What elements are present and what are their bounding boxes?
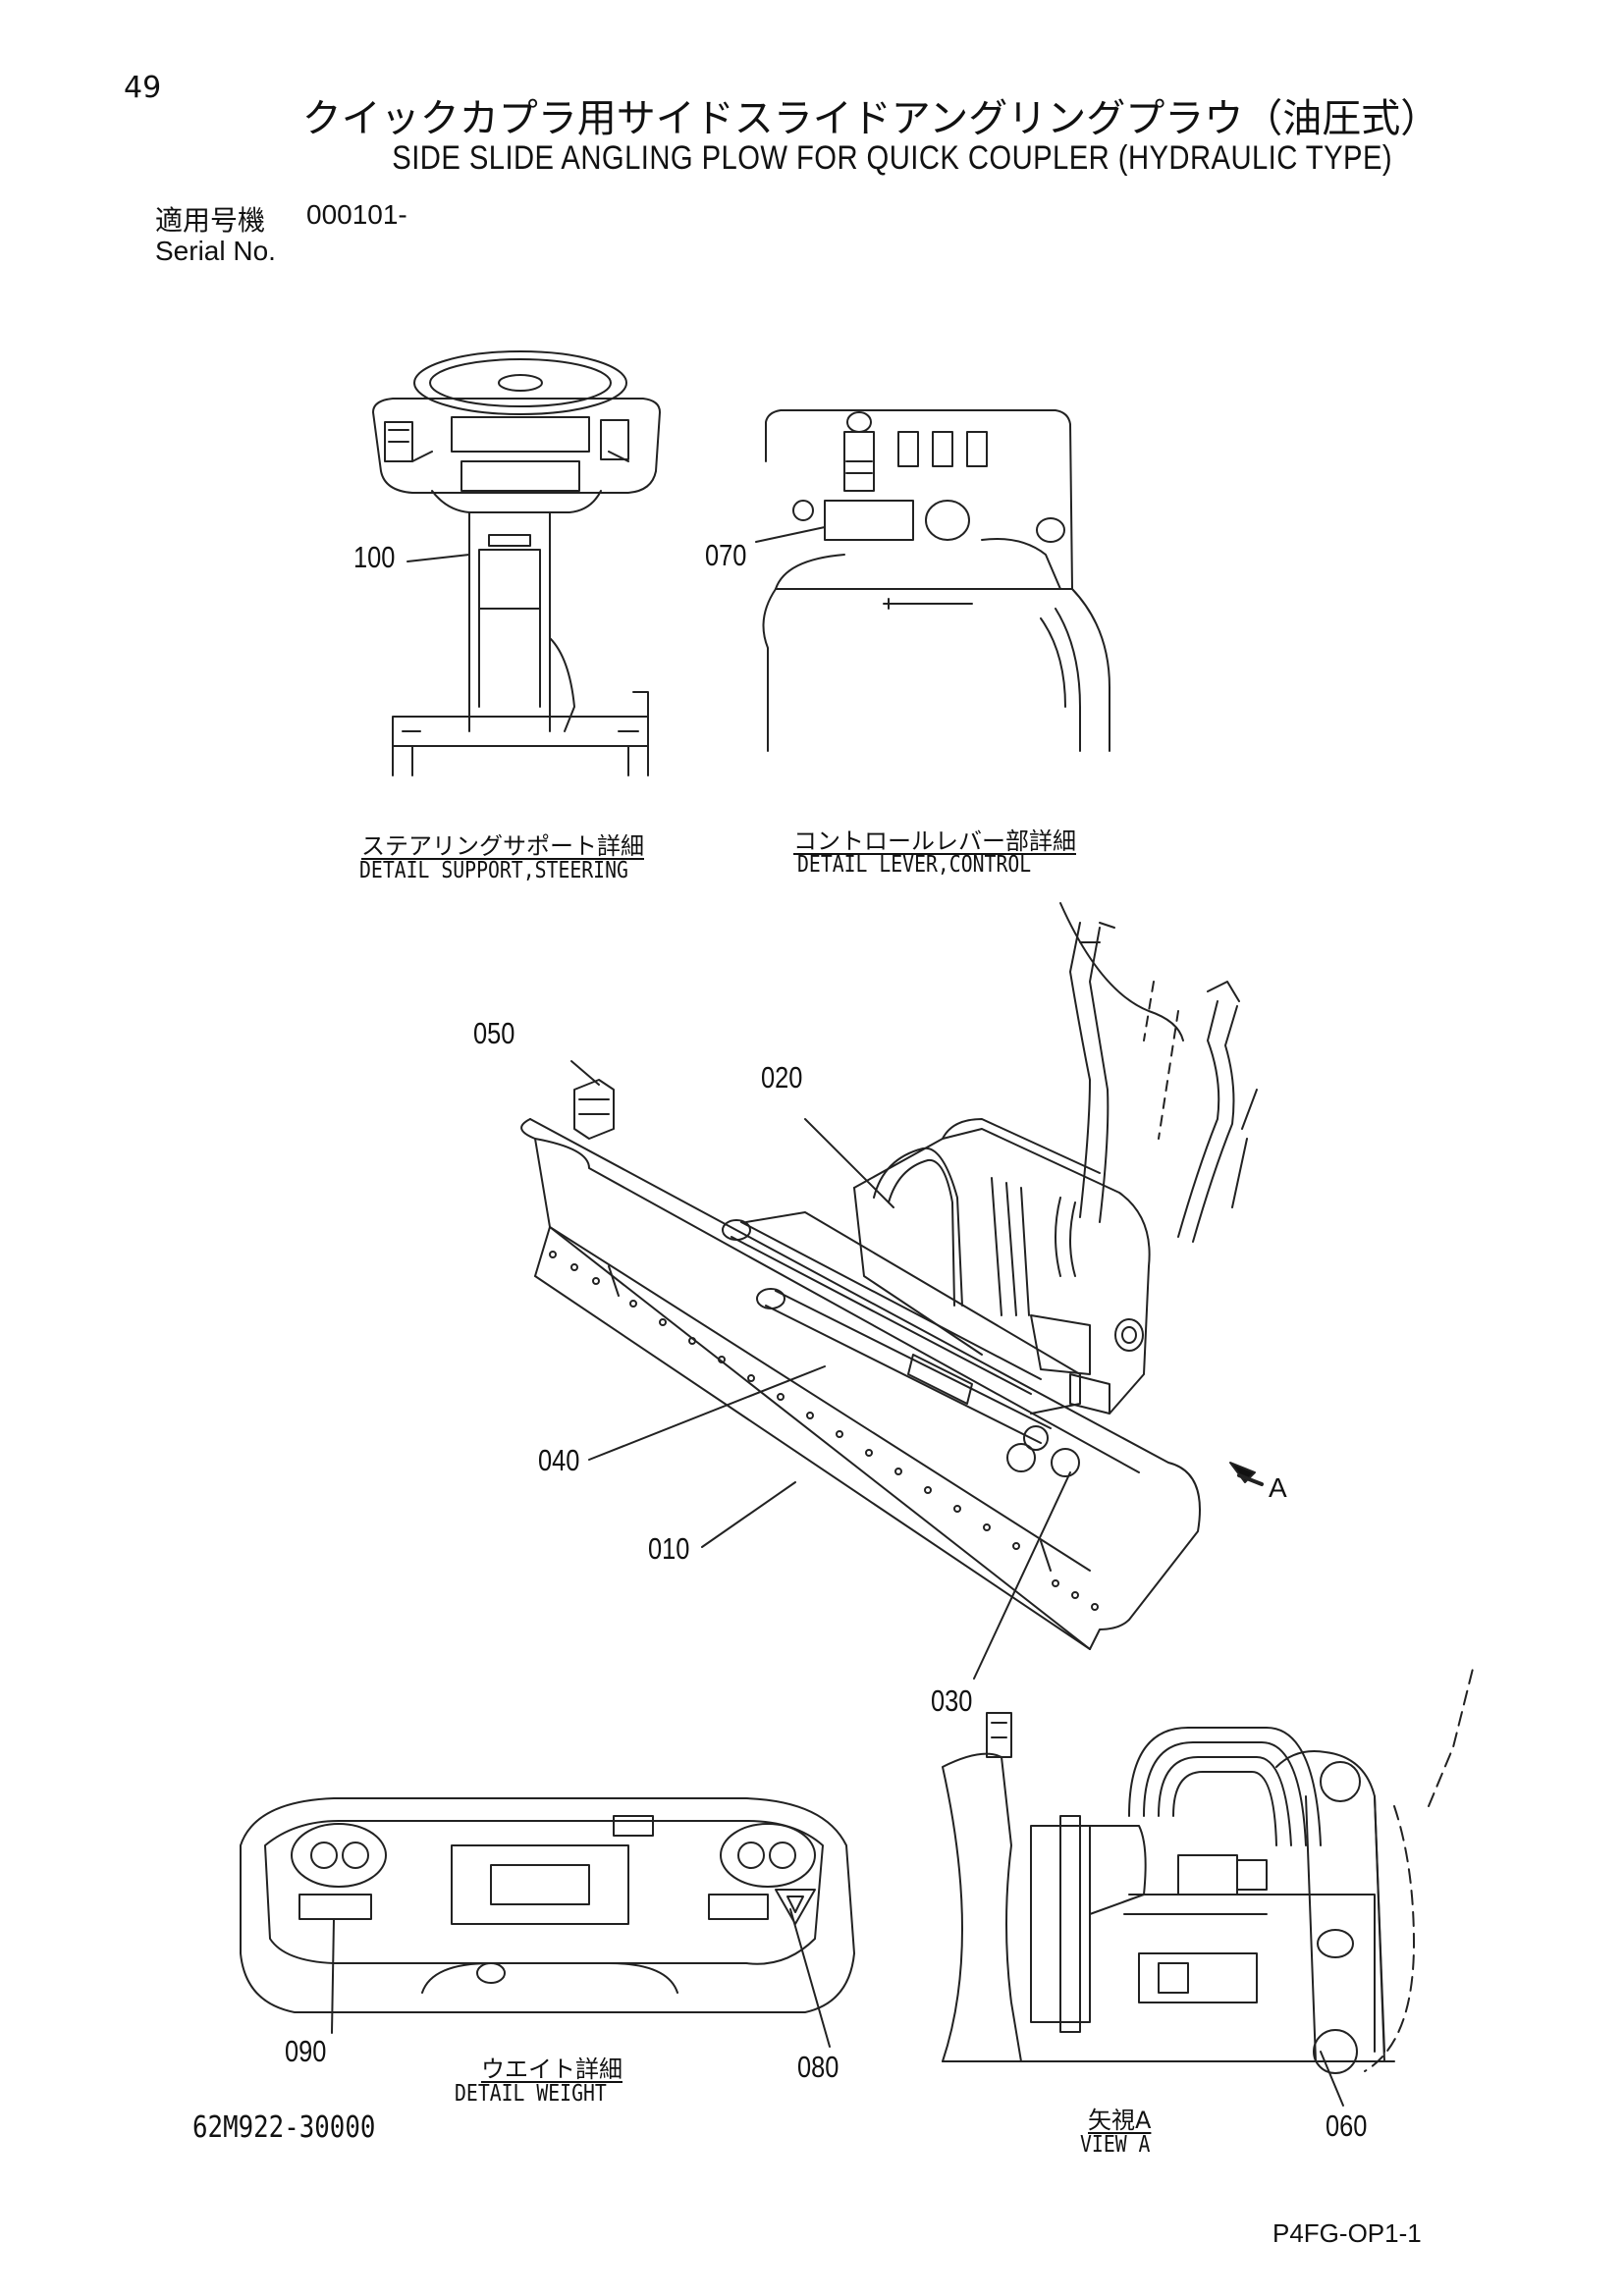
steering-support-drawing [372, 350, 661, 776]
blade-bolt-holes [549, 1251, 1099, 1611]
lever-detail-caption-jp: コントロールレバー部詳細 [793, 828, 1076, 855]
steering-detail-caption-jp: ステアリングサポート詳細 [361, 832, 644, 860]
serial-number-value: 000101- [306, 199, 407, 230]
callout-060: 060 [1326, 2109, 1368, 2143]
weight-detail-caption-en: DETAIL WEIGHT [455, 2081, 607, 2107]
view-a-caption-en: VIEW A [1080, 2132, 1151, 2158]
steering-detail-caption-en: DETAIL SUPPORT,STEERING [359, 858, 628, 883]
serial-label-english: Serial No. [155, 236, 276, 266]
leader-050 [570, 1060, 600, 1086]
callout-100: 100 [353, 540, 396, 574]
callout-030: 030 [931, 1683, 973, 1718]
callout-050: 050 [473, 1016, 515, 1050]
leader-080 [789, 1908, 831, 2048]
view-a-caption-jp: 矢視A [1088, 2107, 1152, 2134]
leader-030 [973, 1471, 1071, 1680]
view-a-arrow-label: A [1269, 1472, 1287, 1503]
callout-080: 080 [797, 2050, 839, 2084]
leader-090 [331, 1918, 335, 2034]
weight-label-plate-left [298, 1894, 372, 1920]
callout-020: 020 [761, 1060, 803, 1095]
page-title-english: SIDE SLIDE ANGLING PLOW FOR QUICK COUPLE… [392, 139, 1393, 177]
leader-070 [755, 526, 826, 543]
weight-detail-drawing [240, 1797, 855, 2048]
warning-triangle [775, 1889, 816, 1925]
leader-020 [804, 1118, 894, 1208]
callout-070: 070 [705, 538, 747, 572]
leader-040 [588, 1365, 826, 1461]
lever-detail-caption-en: DETAIL LEVER,CONTROL [797, 852, 1032, 878]
callout-090: 090 [285, 2034, 327, 2068]
callout-010: 010 [648, 1531, 690, 1566]
leader-060 [1320, 2051, 1344, 2107]
weight-detail-caption-jp: ウエイト詳細 [481, 2056, 623, 2083]
serial-label-japanese: 適用号機 [155, 204, 266, 237]
page-title-japanese: クイックカプラ用サイドスライドアングリングプラウ（油圧式） [301, 96, 1440, 141]
leader-010 [701, 1481, 796, 1548]
plow-assembly-drawing [520, 902, 1264, 1680]
control-lever-drawing [755, 409, 1110, 752]
page-code: P4FG-OP1-1 [1272, 2218, 1422, 2248]
leader-100 [406, 554, 470, 562]
document-id: 62M922-30000 [192, 2110, 376, 2145]
view-a-drawing [942, 1668, 1474, 2107]
page-number: 49 [124, 71, 162, 105]
callout-040: 040 [538, 1443, 580, 1477]
weight-label-plate-right [708, 1894, 769, 1920]
